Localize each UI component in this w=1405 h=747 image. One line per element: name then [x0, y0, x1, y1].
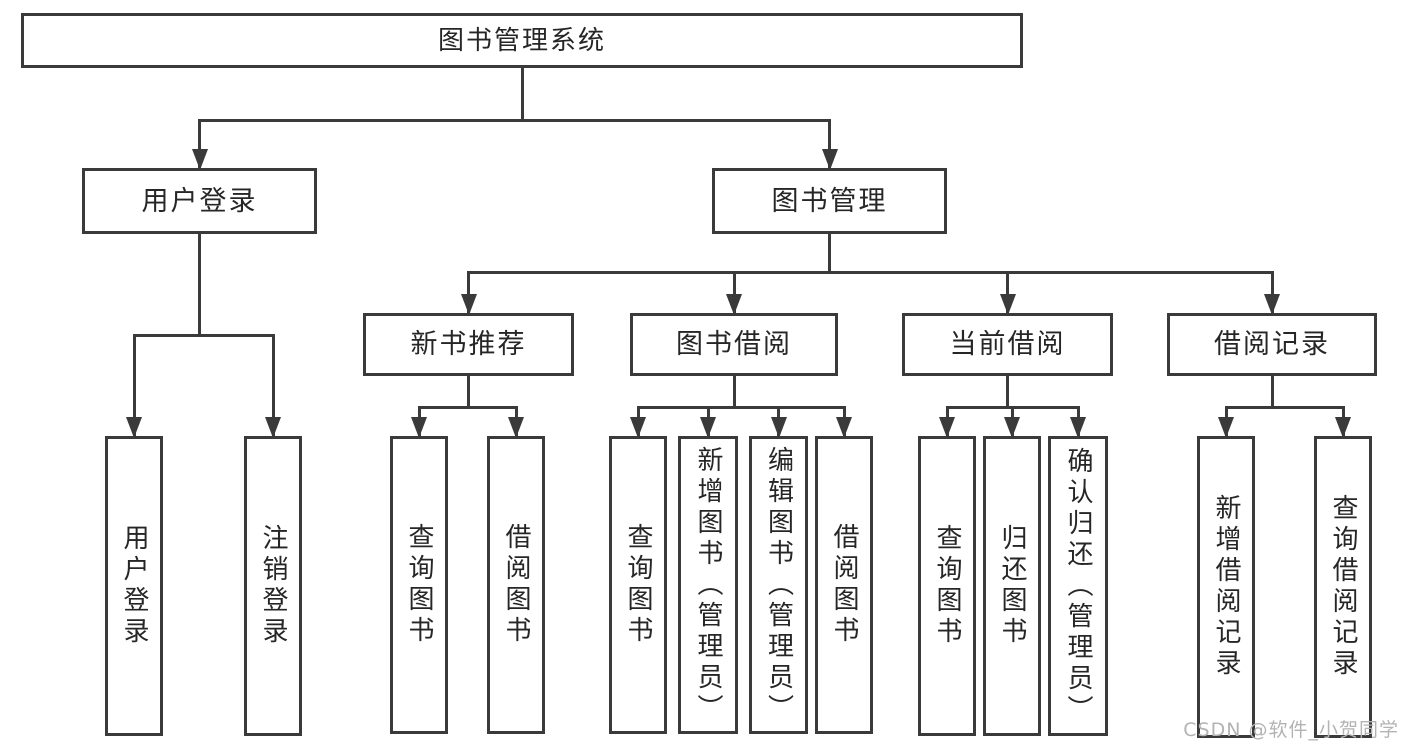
node-user-login: 用户登录 [82, 168, 317, 234]
arrow-down-icon [821, 149, 838, 170]
watermark: CSDN @软件_小贺同学 [1183, 719, 1399, 741]
connector-line [1224, 405, 1345, 409]
node-root: 图书管理系统 [21, 13, 1023, 68]
connector-line [467, 270, 1274, 274]
arrow-down-icon [1070, 417, 1086, 438]
connector-line [417, 405, 518, 409]
arrow-down-icon [265, 417, 281, 438]
arrow-down-icon [191, 149, 208, 170]
arrow-down-icon [770, 417, 787, 438]
node-book-mgmt: 图书管理 [712, 168, 947, 234]
connector-line [1270, 272, 1274, 313]
node-bb-edit-book: 编辑图书（管理员） [749, 436, 808, 734]
connector-line [467, 376, 470, 407]
node-bb-add-book: 新增图书（管理员） [678, 436, 738, 734]
arrow-down-icon [1335, 417, 1351, 438]
connector-line [1006, 272, 1009, 313]
connector-line [198, 118, 831, 122]
node-cb-query-book: 查询图书 [918, 436, 976, 736]
arrow-down-icon [460, 294, 477, 315]
connector-line [198, 234, 201, 335]
node-borrow-records: 借阅记录 [1167, 313, 1377, 376]
connector-line [1006, 376, 1009, 407]
arrow-down-icon [1004, 417, 1020, 438]
arrow-down-icon [836, 417, 852, 438]
arrow-down-icon [630, 417, 646, 438]
node-leaf-logout: 注销登录 [244, 436, 302, 736]
connector-line [732, 376, 736, 407]
arrow-down-icon [999, 294, 1016, 315]
arrow-down-icon [700, 417, 716, 438]
node-cb-confirm-return: 确认归还（管理员） [1048, 436, 1108, 736]
arrow-down-icon [411, 417, 427, 438]
arrow-down-icon [726, 294, 742, 315]
connector-line [1270, 376, 1274, 407]
connector-line [467, 272, 470, 313]
node-cb-return-book: 归还图书 [983, 436, 1041, 736]
node-bb-borrow-book: 借阅图书 [815, 436, 873, 734]
connector-line [732, 272, 736, 313]
connector-line [198, 120, 201, 168]
arrow-down-icon [508, 417, 524, 438]
connector-line [132, 333, 275, 337]
arrow-down-icon [1218, 417, 1234, 438]
connector-line [828, 234, 831, 272]
node-br-query-record: 查询借阅记录 [1314, 436, 1372, 738]
arrow-down-icon [1264, 294, 1280, 315]
connector-line [271, 335, 275, 436]
connector-line [132, 335, 136, 436]
connector-line [520, 68, 524, 120]
connector-line [636, 405, 846, 409]
arrow-down-icon [126, 417, 142, 438]
node-book-borrow: 图书借阅 [630, 313, 838, 376]
node-bb-query-book: 查询图书 [609, 436, 667, 734]
node-leaf-user-login: 用户登录 [105, 436, 163, 736]
node-br-add-record: 新增借阅记录 [1197, 436, 1255, 738]
node-current-borrow: 当前借阅 [902, 313, 1113, 376]
node-nbr-query-book: 查询图书 [390, 436, 448, 734]
arrow-down-icon [939, 417, 955, 438]
node-new-book-rec: 新书推荐 [363, 313, 574, 376]
node-nbr-borrow-book: 借阅图书 [487, 436, 545, 734]
connector-line [828, 120, 831, 168]
